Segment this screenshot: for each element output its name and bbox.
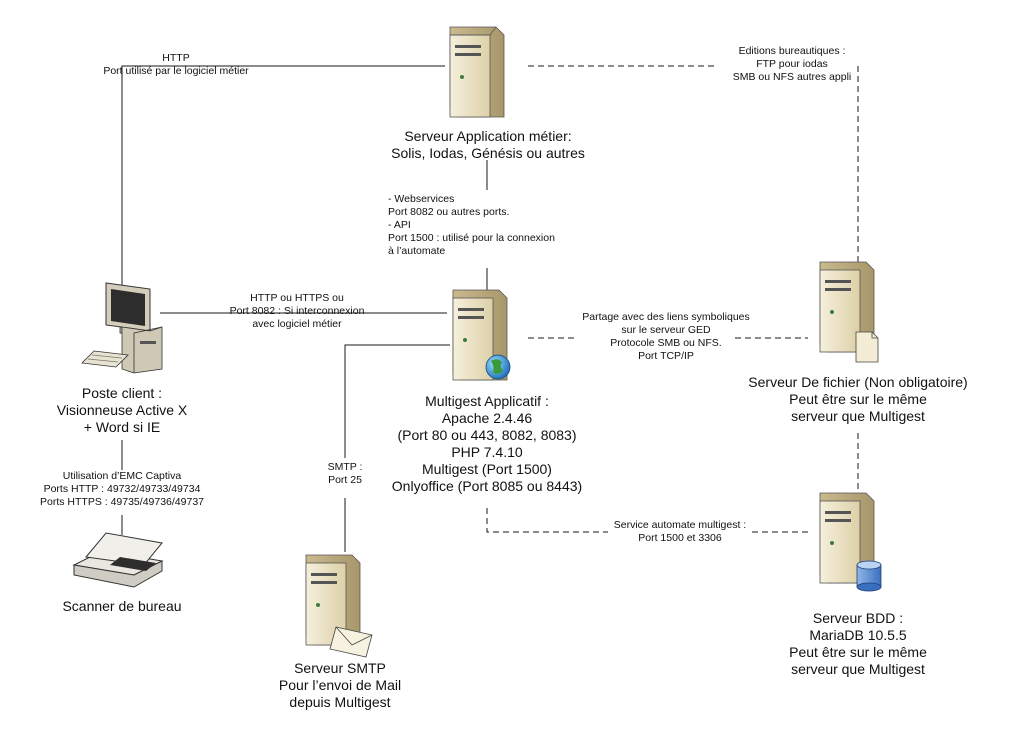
document-icon — [855, 331, 879, 363]
smtp-server-icon — [305, 554, 373, 658]
edge-label-http-client-multigest: HTTP ou HTTPS ou Port 8082 : Si intercon… — [229, 292, 365, 330]
globe-icon — [485, 354, 511, 380]
app-server-label: Serveur Application métier: Solis, Iodas… — [391, 128, 585, 161]
file-server-icon — [819, 261, 879, 363]
edge-label-office-editions: Editions bureautiques : FTP pour iodas S… — [732, 45, 852, 83]
edge-label-smtp: SMTP : Port 25 — [327, 461, 363, 486]
edge-label-http-client-app: HTTP Port utilisé par le logiciel métier — [103, 52, 249, 77]
db-server-icon — [819, 492, 882, 592]
app-server-icon — [449, 26, 505, 118]
db-server-label: Serveur BDD : MariaDB 10.5.5 Peut être s… — [789, 610, 927, 677]
edge-line-multigest-smtp — [344, 344, 450, 552]
flatbed-scanner-icon — [72, 532, 164, 588]
edge-line-client-app — [121, 65, 445, 285]
multigest-label: Multigest Applicatif : Apache 2.4.46 (Po… — [391, 393, 583, 494]
file-server-label: Serveur De fichier (Non obligatoire) Peu… — [748, 374, 968, 424]
edge-label-webservices: - Webservices Port 8082 ou autres ports.… — [388, 193, 555, 257]
edge-label-emc-captiva: Utilisation d’EMC Captiva Ports HTTP : 4… — [39, 470, 205, 508]
edge-line-app-file — [528, 65, 859, 265]
client-label: Poste client : Visionneuse Active X + Wo… — [56, 385, 188, 435]
scanner-label: Scanner de bureau — [62, 598, 182, 614]
edge-label-automate-service: Service automate multigest : Port 1500 e… — [613, 519, 747, 544]
database-cylinder-icon — [856, 560, 882, 592]
envelope-icon — [329, 626, 373, 658]
desktop-computer-icon — [81, 282, 163, 374]
edge-label-share-links: Partage avec des liens symboliques sur l… — [582, 311, 750, 362]
edge-line-multigest-db — [486, 508, 808, 533]
multigest-server-icon — [452, 289, 511, 381]
smtp-server-label: Serveur SMTP Pour l’envoi de Mail depuis… — [278, 660, 402, 710]
